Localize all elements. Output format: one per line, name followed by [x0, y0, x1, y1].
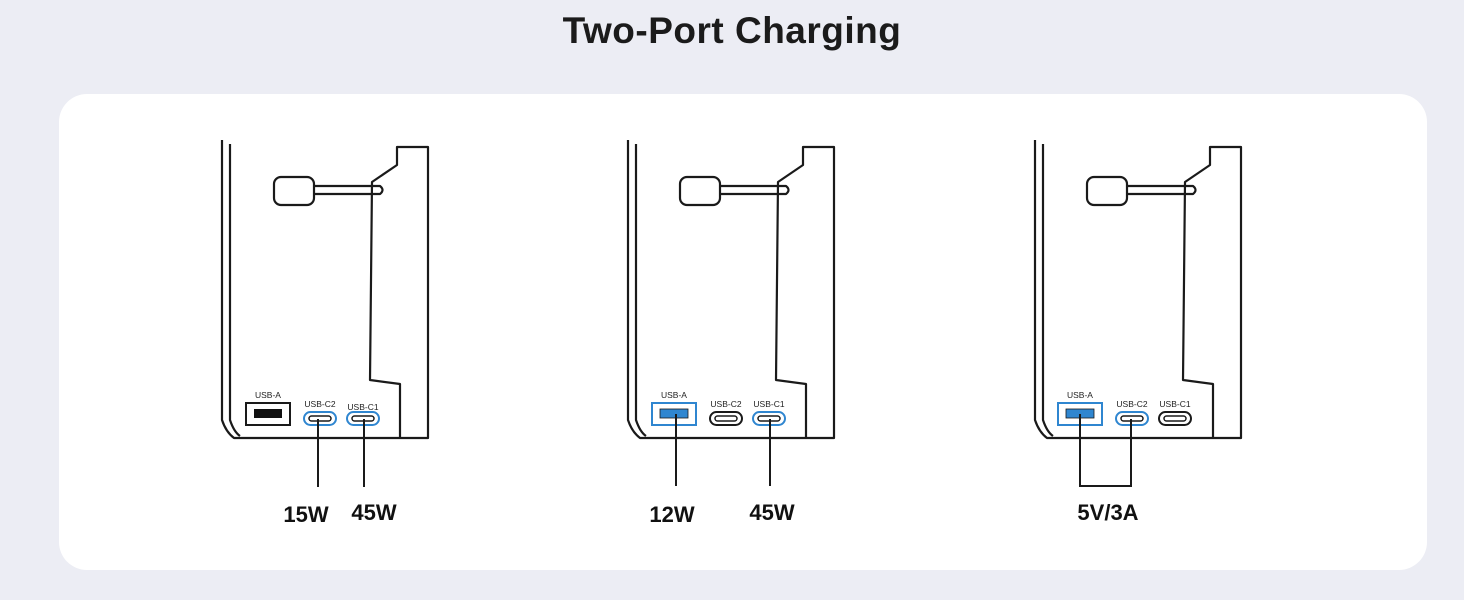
charger-config-3: USB-A USB-C2 USB-C1 5V/3A [1033, 140, 1243, 525]
usb-a-port [651, 402, 697, 426]
port-label-usb-c1: USB-C1 [1159, 399, 1190, 409]
charger-outline [626, 140, 836, 440]
output-label: 45W [749, 500, 794, 525]
port-label-usb-a: USB-A [661, 390, 687, 400]
charger-config-1: USB-A USB-C2 USB-C1 15W 45W [220, 140, 430, 527]
usb-c1-port [1158, 411, 1192, 426]
output-label: 5V/3A [1077, 500, 1138, 525]
port-label-usb-c2: USB-C2 [304, 399, 335, 409]
charger-config-2: USB-A USB-C2 USB-C1 12W 45W [626, 140, 836, 527]
charger-outline [1033, 140, 1243, 440]
port-label-usb-c2: USB-C2 [1116, 399, 1147, 409]
output-label: 12W [649, 502, 694, 527]
usb-c2-port [303, 411, 337, 426]
port-label-usb-c1: USB-C1 [753, 399, 784, 409]
usb-a-port [245, 402, 291, 426]
port-label-usb-a: USB-A [255, 390, 281, 400]
charger-outline [220, 140, 430, 440]
connector-line [1079, 414, 1132, 487]
usb-c2-port [709, 411, 743, 426]
port-label-usb-c2: USB-C2 [710, 399, 741, 409]
output-label: 15W [283, 502, 328, 527]
page-title: Two-Port Charging [562, 10, 902, 51]
port-label-usb-a: USB-A [1067, 390, 1093, 400]
output-label: 45W [351, 500, 396, 525]
port-label-usb-c1: USB-C1 [347, 402, 378, 412]
